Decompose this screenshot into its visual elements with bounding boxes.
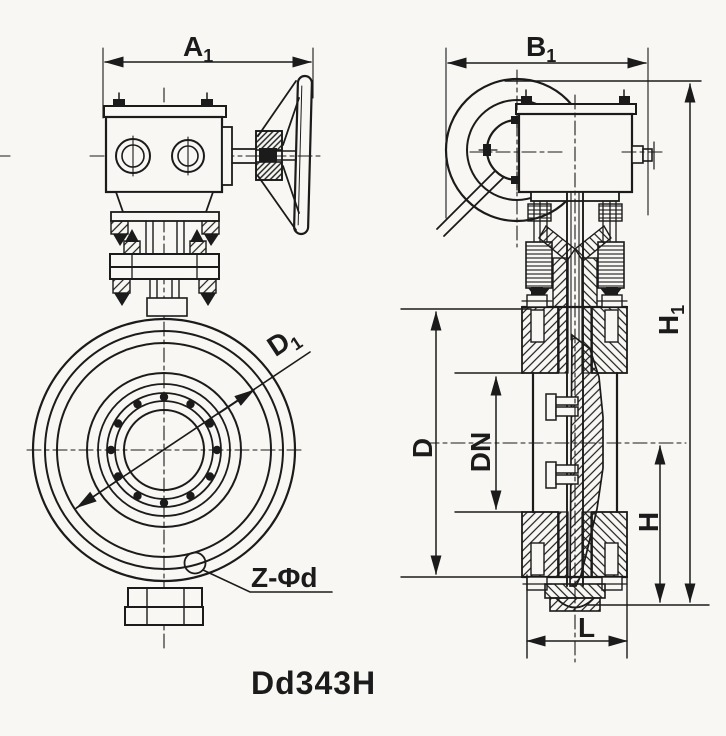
wheel-rim bbox=[293, 74, 313, 236]
front-bottom-boss bbox=[124, 587, 204, 626]
bolt-circle-dots bbox=[106, 392, 222, 508]
dimension-b1 bbox=[445, 47, 649, 219]
valve-stem-inner bbox=[570, 191, 580, 341]
gearbox-side bbox=[515, 89, 655, 194]
gearbox-input-stub bbox=[631, 141, 655, 170]
label-h1: H1 bbox=[653, 305, 688, 335]
bolt-hole-callout bbox=[183, 551, 333, 593]
front-view: D1 Z-Φd A1 bbox=[0, 31, 333, 649]
dimension-d1 bbox=[74, 351, 311, 510]
label-a1: A1 bbox=[183, 31, 213, 66]
handwheel-front bbox=[231, 74, 313, 236]
label-d: D bbox=[407, 438, 438, 458]
svg-text:D: D bbox=[407, 438, 438, 458]
label-z-phi-d: Z-Φd bbox=[251, 562, 318, 593]
worm-gear-boss-left bbox=[115, 135, 151, 177]
dimension-a1 bbox=[102, 47, 314, 119]
body-top-flange bbox=[520, 287, 629, 374]
body-bottom-flange bbox=[520, 511, 629, 591]
label-h: H bbox=[633, 512, 664, 532]
svg-text:H: H bbox=[633, 512, 664, 532]
side-view: B1 D DN H H1 L bbox=[400, 31, 710, 663]
side-centerlines bbox=[424, 69, 687, 663]
label-l: L bbox=[578, 612, 595, 643]
worm-gear-boss-right bbox=[171, 136, 205, 176]
label-dn: DN bbox=[465, 432, 496, 472]
wheel-spokes bbox=[436, 166, 507, 237]
gearbox-top-bolts bbox=[113, 99, 213, 106]
disc-bolts bbox=[545, 393, 579, 489]
label-b1: B1 bbox=[526, 31, 556, 66]
svg-text:DN: DN bbox=[465, 432, 496, 472]
gearbox-front bbox=[103, 92, 233, 194]
model-caption: Dd343H bbox=[251, 665, 376, 701]
front-neck bbox=[109, 191, 220, 317]
svg-text:H1: H1 bbox=[653, 305, 688, 335]
wheel-shaft-nut bbox=[259, 148, 277, 162]
